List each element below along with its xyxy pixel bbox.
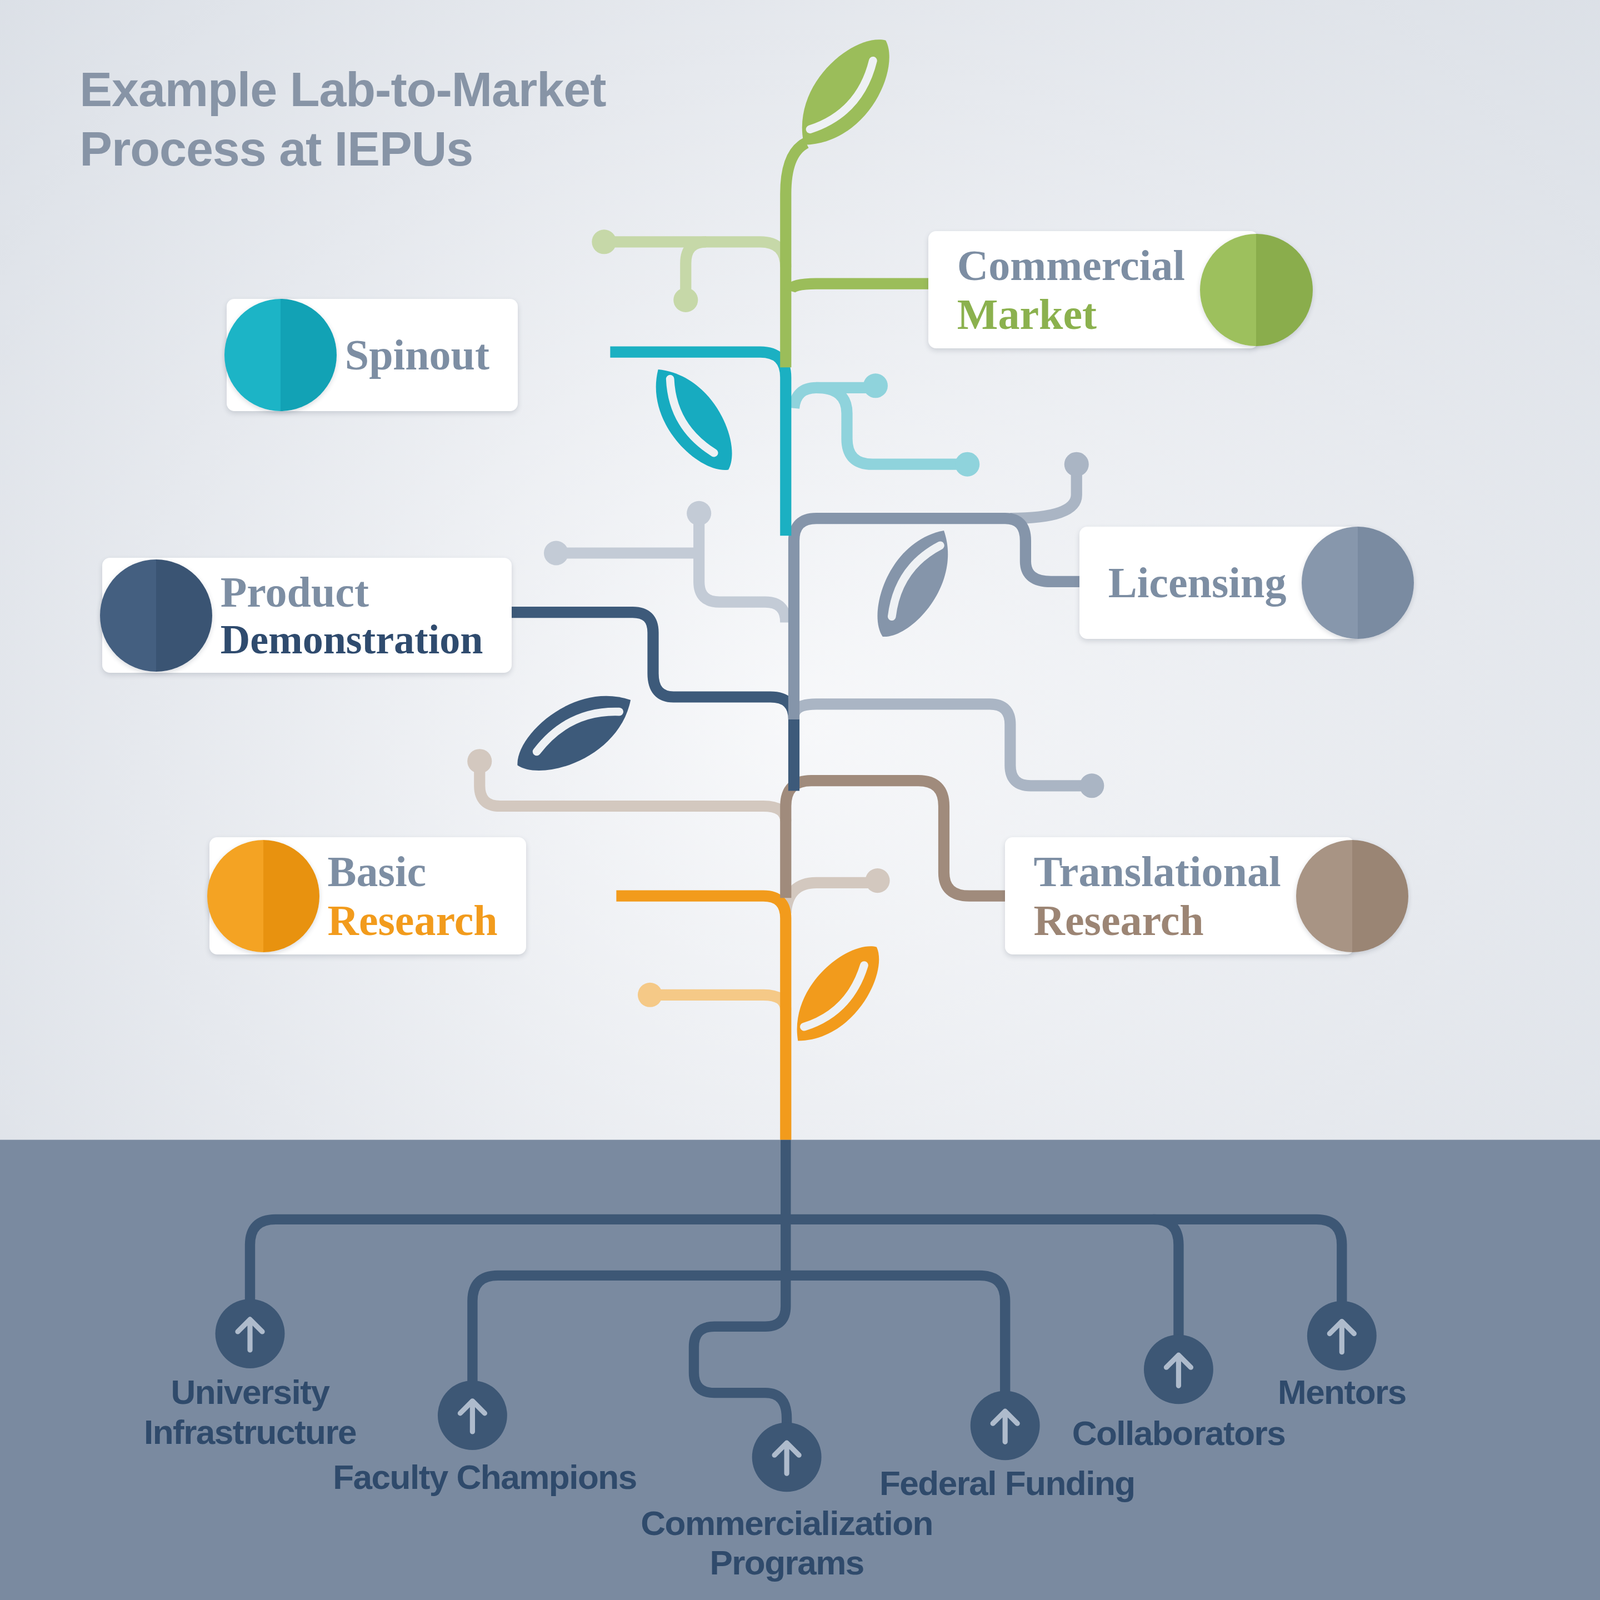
stage-box: TranslationalResearch <box>1005 837 1355 955</box>
branch-dot <box>543 540 569 565</box>
root-line <box>785 1219 1179 1370</box>
stem-line <box>816 387 965 465</box>
stem-line <box>479 763 786 822</box>
stem-line <box>785 142 807 368</box>
branch-dot <box>865 868 890 893</box>
stage-badge <box>1200 233 1313 347</box>
root-arrow-icon <box>437 1380 508 1450</box>
leaf <box>860 517 967 650</box>
stem-line <box>610 352 786 537</box>
stage-badge <box>1296 840 1409 953</box>
stage-label: ProductDemonstration <box>220 567 484 663</box>
ground-band <box>0 1140 1600 1600</box>
branch-dot <box>591 229 617 254</box>
stem-line <box>1010 467 1077 519</box>
root-arrow-icon <box>1307 1301 1377 1371</box>
branch-dot <box>863 373 888 398</box>
stem-line <box>616 896 786 1140</box>
leaf <box>780 22 910 164</box>
stage-box: BasicResearch <box>209 837 527 955</box>
root-arrow-icon <box>752 1422 822 1492</box>
stage-label: Licensing <box>1108 558 1287 607</box>
branch-dot <box>1079 773 1104 798</box>
root-label: University Infrastructure <box>143 1372 357 1452</box>
stage-box: CommercialMarket <box>928 231 1259 349</box>
stage-label: BasicResearch <box>327 847 498 945</box>
leaf <box>636 354 750 485</box>
stem-line <box>653 995 787 1011</box>
stage-badge <box>100 559 213 672</box>
stage-box: Licensing <box>1079 526 1360 639</box>
branch-dot <box>637 982 663 1008</box>
root-line <box>785 1275 1005 1426</box>
stage-badge <box>224 298 337 412</box>
root-arrow-icon <box>215 1298 285 1369</box>
branch-dot <box>686 501 712 526</box>
leaf <box>777 930 897 1058</box>
root-arrow-icon <box>1143 1334 1214 1404</box>
branch-dot <box>955 452 980 477</box>
root-label: Federal Funding <box>879 1463 1135 1503</box>
stage-label: CommercialMarket <box>957 241 1185 339</box>
root-arrow-icon <box>970 1390 1040 1460</box>
stem-line <box>698 516 786 623</box>
branch-dot <box>1064 452 1089 477</box>
stage-box: Spinout <box>226 298 519 412</box>
root-label: Commercialization Programs <box>640 1503 933 1583</box>
stage-label: TranslationalResearch <box>1033 847 1282 945</box>
stem-line <box>793 703 1090 786</box>
stem-line <box>559 547 700 559</box>
stage-box: ProductDemonstration <box>102 557 512 673</box>
diagram-title: Example Lab-to-Market Process at IEPUs <box>79 59 747 179</box>
root-label: Mentors <box>1277 1372 1407 1412</box>
branch-dot <box>467 748 492 774</box>
stem-line <box>785 882 876 914</box>
stage-badge <box>207 840 320 953</box>
branch-dot <box>673 287 698 313</box>
root-line <box>780 1140 791 1276</box>
stem-line <box>790 283 929 292</box>
root-label: Collaborators <box>1072 1413 1286 1453</box>
stem-line <box>793 518 1080 720</box>
leaf <box>503 676 645 789</box>
stage-badge <box>1301 526 1414 639</box>
stem-line <box>785 780 1005 898</box>
root-label: Faculty Champions <box>332 1457 637 1497</box>
stage-label: Spinout <box>345 330 490 379</box>
